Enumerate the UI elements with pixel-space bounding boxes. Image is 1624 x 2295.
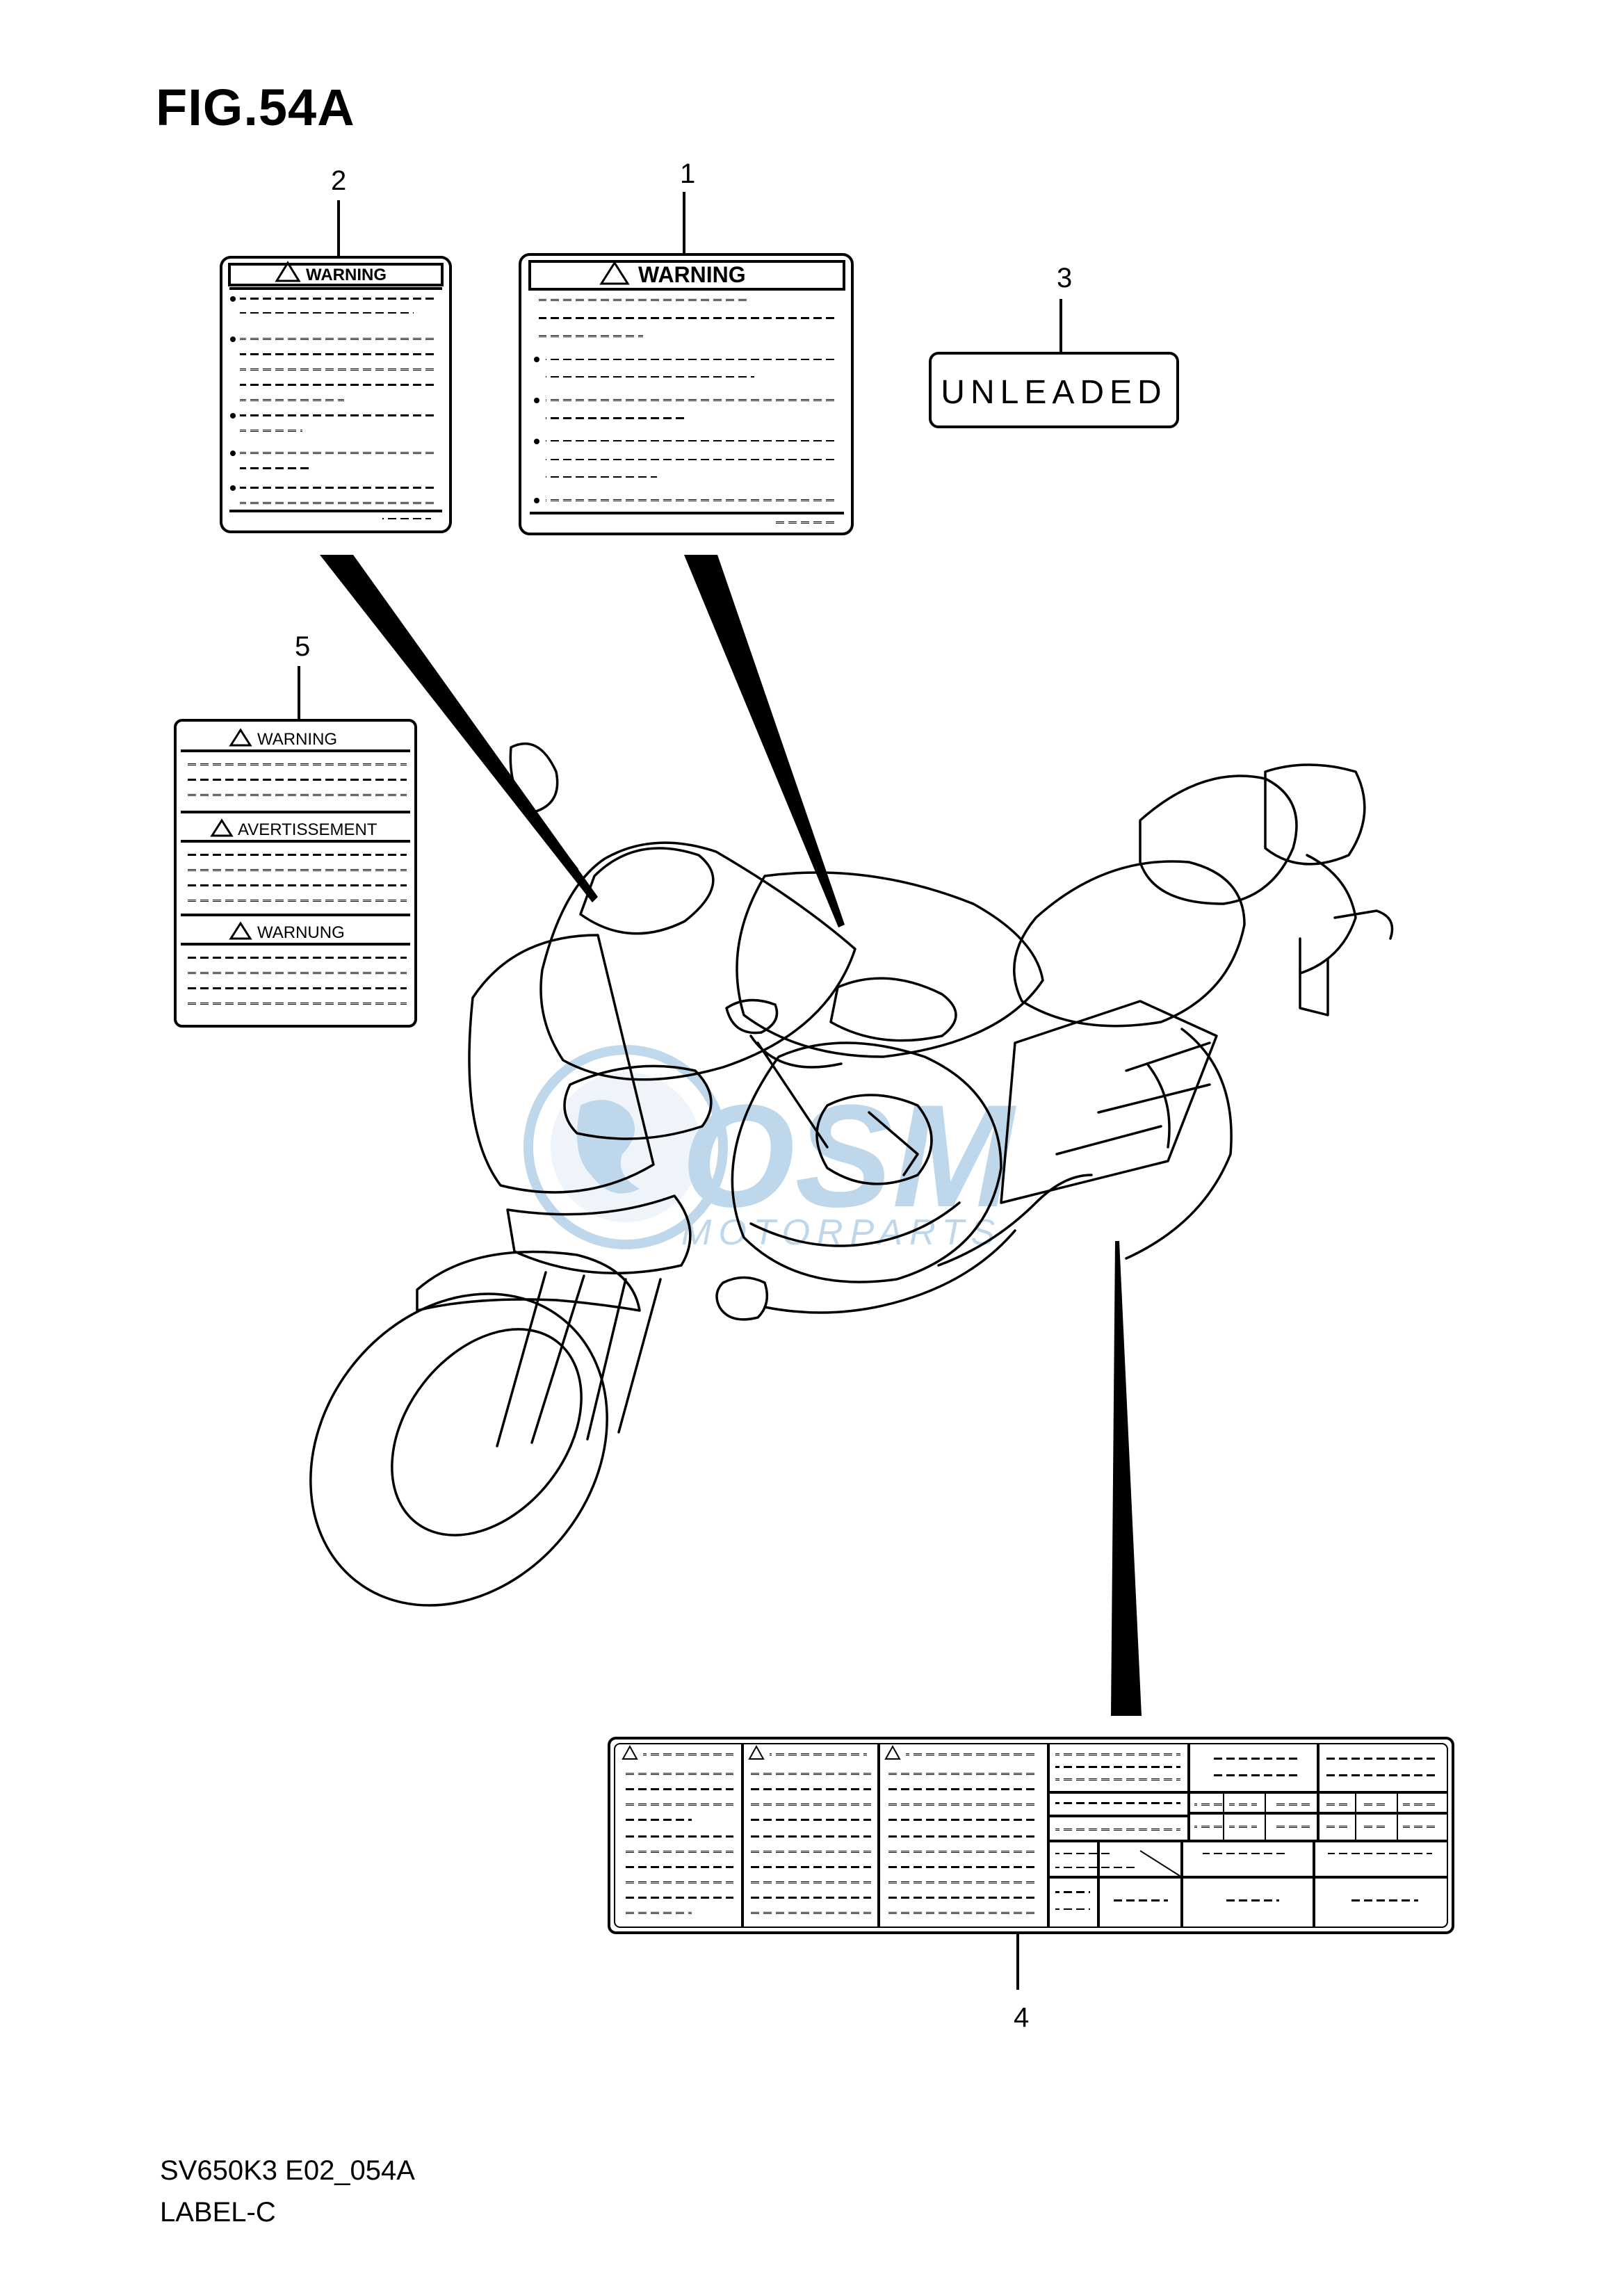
leader-label-4 <box>1111 1241 1142 1716</box>
label-3-text: UNLEADED <box>941 374 1167 411</box>
leader-wedges <box>320 555 1142 1716</box>
callout-1: 1 <box>680 159 696 189</box>
leader-label-1 <box>684 555 845 927</box>
label-2-heading: WARNING <box>306 266 387 284</box>
warning-triangle-icon <box>229 921 252 940</box>
label-1-heading: WARNING <box>638 262 746 287</box>
label-5-heading-3: WARNUNG <box>257 923 345 942</box>
leader-label-2 <box>320 555 598 902</box>
label-1-warning: WARNING <box>519 192 854 535</box>
callout-4: 4 <box>1014 2002 1030 2033</box>
watermark-logo: OSM MOTORPARTS <box>523 1045 1016 1253</box>
warning-triangle-icon <box>210 818 234 837</box>
warning-triangle-icon <box>748 1744 765 1760</box>
label-4-information-panel <box>608 1737 1454 1990</box>
warning-triangle-icon <box>599 261 630 285</box>
callout-3: 3 <box>1057 263 1073 293</box>
warning-triangle-icon <box>622 1744 638 1760</box>
callout-5: 5 <box>295 631 311 662</box>
label-2-warning: WARNING <box>220 200 452 533</box>
warning-triangle-icon <box>275 261 301 282</box>
callout-2: 2 <box>331 165 347 196</box>
motorcycle-outline <box>309 743 1394 1607</box>
figure-name: LABEL-C <box>160 2197 276 2228</box>
warning-triangle-icon <box>229 728 252 747</box>
label-3-unleaded: UNLEADED <box>929 299 1179 428</box>
warning-triangle-icon <box>884 1744 901 1760</box>
label-5-heading-2: AVERTISSEMENT <box>238 820 377 839</box>
svg-text:OSM: OSM <box>681 1074 1016 1238</box>
label-5-trilingual-warning: WARNING AVERTISSEMENT WARNUNG <box>174 666 417 1028</box>
figure-title: FIG.54A <box>156 79 355 136</box>
figure-code: SV650K3 E02_054A <box>160 2155 415 2186</box>
label-5-heading-1: WARNING <box>257 730 337 749</box>
